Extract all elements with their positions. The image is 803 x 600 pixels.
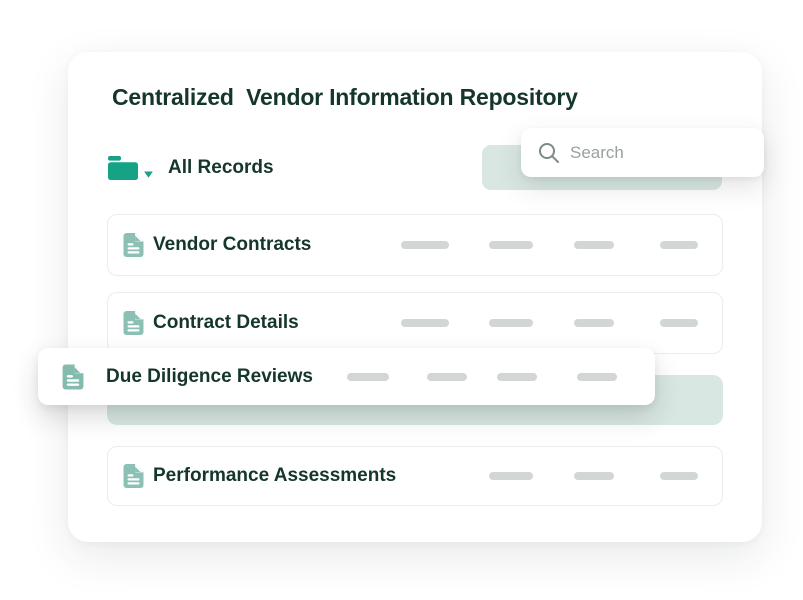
placeholder-dash <box>401 319 449 327</box>
row-label: Performance Assessments <box>153 465 397 486</box>
folder-selector-label: All Records <box>168 157 274 178</box>
placeholder-dash <box>660 241 698 249</box>
placeholder-dash <box>577 372 617 381</box>
record-row-contract-details[interactable]: Contract Details <box>107 292 723 354</box>
placeholder-dash <box>574 241 614 249</box>
record-row-vendor-contracts[interactable]: Vendor Contracts <box>107 214 723 276</box>
placeholder-dash <box>574 472 614 480</box>
folder-icon[interactable] <box>108 156 138 185</box>
placeholder-dash <box>660 472 698 480</box>
placeholder-dash <box>497 372 537 381</box>
search-input[interactable] <box>570 142 764 163</box>
placeholder-dash <box>489 319 533 327</box>
page-title: Centralized Vendor Information Repositor… <box>112 84 578 110</box>
row-label: Vendor Contracts <box>153 234 312 255</box>
placeholder-dash <box>489 241 533 249</box>
record-row-due-diligence-active[interactable]: Due Diligence Reviews <box>38 348 655 405</box>
search-icon <box>538 142 560 164</box>
placeholder-dash <box>574 319 614 327</box>
document-icon <box>123 311 144 335</box>
placeholder-dash <box>489 472 533 480</box>
placeholder-dash <box>347 372 389 381</box>
placeholder-dash <box>427 372 467 381</box>
placeholder-dash <box>660 319 698 327</box>
document-icon <box>123 233 144 257</box>
row-label: Due Diligence Reviews <box>106 365 313 387</box>
search-box[interactable] <box>521 128 764 177</box>
row-label: Contract Details <box>153 312 299 333</box>
document-icon <box>62 364 84 389</box>
chevron-down-icon[interactable] <box>143 166 154 184</box>
placeholder-dash <box>401 241 449 249</box>
record-row-performance-assessments[interactable]: Performance Assessments <box>107 446 723 506</box>
document-icon <box>123 464 144 488</box>
